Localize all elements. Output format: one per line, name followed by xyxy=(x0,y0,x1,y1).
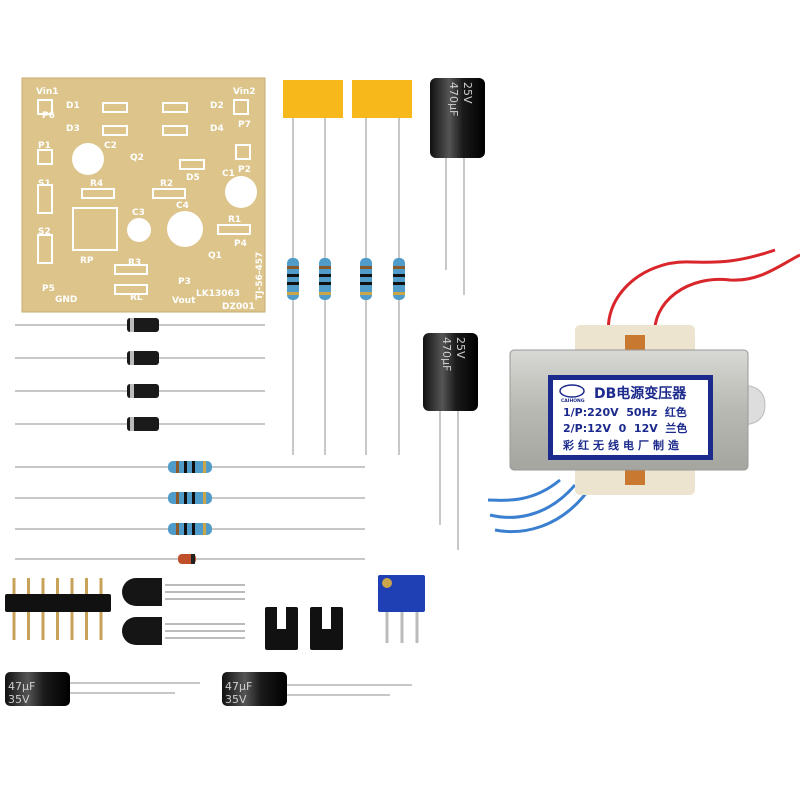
trimmer-potentiometer xyxy=(378,575,425,643)
pcb-label: Vin1 xyxy=(36,87,59,97)
capacitance-label: 470µF xyxy=(440,337,453,371)
pcb-label: Q2 xyxy=(130,153,144,163)
pcb-label: RL xyxy=(130,293,143,303)
pcb-label: RP xyxy=(80,256,94,266)
pcb-label: D2 xyxy=(210,101,224,111)
pcb-label: C1 xyxy=(222,169,235,179)
pcb-label: D4 xyxy=(210,124,224,134)
pcb-label: R3 xyxy=(128,258,141,268)
capacitance-label: 470µF xyxy=(447,82,460,116)
brand-logo: CAIHONG xyxy=(561,398,585,404)
pcb-label: P1 xyxy=(38,141,51,151)
horizontal-resistors xyxy=(15,461,365,535)
secondary-spec: 2/P:12V 0 12V 兰色 xyxy=(563,421,687,435)
voltage-label: 35V xyxy=(225,693,247,706)
small-capacitor-2: 47µF 35V xyxy=(222,672,412,706)
capacitance-label: 47µF xyxy=(8,680,35,693)
pcb-side-code: TJ-56-457 xyxy=(255,252,265,300)
capacitance-label: 47µF xyxy=(225,680,252,693)
pcb-label: Vin2 xyxy=(233,87,256,97)
pcb-label: C2 xyxy=(104,141,117,151)
transistors xyxy=(122,578,245,645)
vertical-resistors xyxy=(287,258,405,300)
voltage-label: 25V xyxy=(454,337,467,359)
pcb-label: D5 xyxy=(186,173,200,183)
pcb-label: Vout xyxy=(172,296,196,306)
pcb-label: Q1 xyxy=(208,251,222,261)
large-capacitor-1: 470µF 25V xyxy=(430,78,485,295)
large-capacitor-2: 470µF 25V xyxy=(423,333,478,550)
pcb-label: GND xyxy=(55,295,77,305)
resistor xyxy=(319,258,331,300)
zener-diode xyxy=(15,554,365,564)
pcb-label: C3 xyxy=(132,208,145,218)
power-transformer: CAIHONG DB电源变压器 1/P:220V 50Hz 红色 2/P:12V… xyxy=(487,248,800,534)
pcb-board-id: DZ001 xyxy=(222,302,255,312)
pcb-label: S2 xyxy=(38,227,51,237)
pcb-label: R2 xyxy=(160,179,173,189)
pcb-label: P7 xyxy=(238,120,251,130)
film-capacitors xyxy=(283,80,412,455)
primary-spec: 1/P:220V 50Hz 红色 xyxy=(563,405,687,419)
resistor xyxy=(393,258,405,300)
pcb-label: S1 xyxy=(38,179,51,189)
diodes xyxy=(15,318,265,431)
resistor xyxy=(287,258,299,300)
pcb-footprints xyxy=(37,99,257,295)
pcb-label: C4 xyxy=(176,201,189,211)
voltage-label: 25V xyxy=(461,82,474,104)
diode xyxy=(15,417,265,431)
pin-header xyxy=(5,578,111,640)
pcb-label: P6 xyxy=(42,111,55,121)
manufacturer: 彩红无线电厂制造 xyxy=(562,438,683,452)
resistor xyxy=(15,492,365,504)
diode xyxy=(15,384,265,398)
resistor xyxy=(360,258,372,300)
pcb-model: LK13063 xyxy=(196,289,240,299)
resistor xyxy=(15,461,365,473)
pcb-label: P4 xyxy=(234,239,247,249)
pcb-label: R1 xyxy=(228,215,241,225)
diode xyxy=(15,318,265,332)
small-capacitor-1: 47µF 35V xyxy=(5,672,200,706)
diode xyxy=(15,351,265,365)
pcb-label: D3 xyxy=(66,124,80,134)
voltage-label: 35V xyxy=(8,693,30,706)
jumper-caps xyxy=(265,607,343,650)
pcb-label: R4 xyxy=(90,179,103,189)
pcb-label: P5 xyxy=(42,284,55,294)
pcb-label: D1 xyxy=(66,101,80,111)
pcb-label: P2 xyxy=(238,165,251,175)
pcb-label: P3 xyxy=(178,277,191,287)
resistor xyxy=(15,523,365,535)
transformer-title: DB电源变压器 xyxy=(594,385,687,402)
